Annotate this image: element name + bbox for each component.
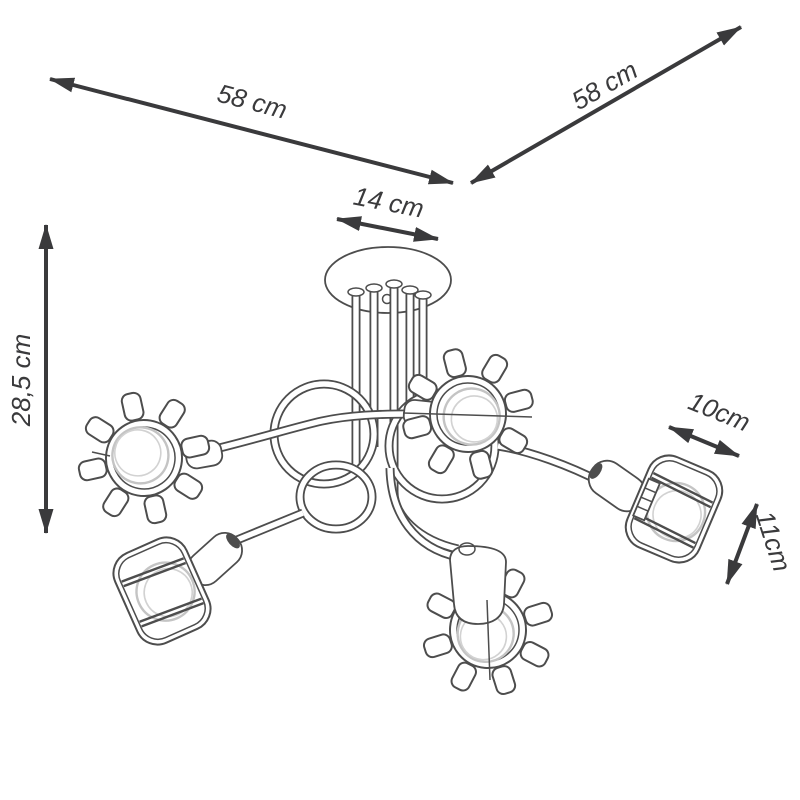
upper-cage-axis <box>402 412 533 418</box>
socket-right-joint <box>589 463 603 479</box>
bottom-cage-axis <box>486 599 491 681</box>
dim-arrow-58-right <box>469 25 743 185</box>
dim-label-58-left: 58 cm <box>214 78 290 125</box>
dim-label-11: 11cm <box>750 507 798 575</box>
socket-bottom-middle <box>449 545 507 625</box>
dim-arrow-11 <box>725 503 759 585</box>
arm-left <box>202 411 411 455</box>
left-cage-axis <box>91 451 111 457</box>
tube-collars <box>347 279 432 300</box>
socket-bottom-middle-joint <box>458 542 476 556</box>
socket-bottom-left-joint <box>226 533 240 549</box>
arm-bottom-left <box>235 510 305 543</box>
dim-label-14: 14 cm <box>351 181 426 224</box>
dim-arrow-14 <box>336 216 439 242</box>
right-cage-mount-ladder <box>632 477 662 522</box>
dim-label-28-5: 28,5 cm <box>6 334 36 428</box>
dim-arrow-10 <box>668 425 740 458</box>
lamp-drawing <box>67 246 731 702</box>
arm-bottom-middle <box>387 467 459 560</box>
dim-arrow-58-left <box>49 77 454 185</box>
dim-label-10: 10cm <box>684 386 754 438</box>
